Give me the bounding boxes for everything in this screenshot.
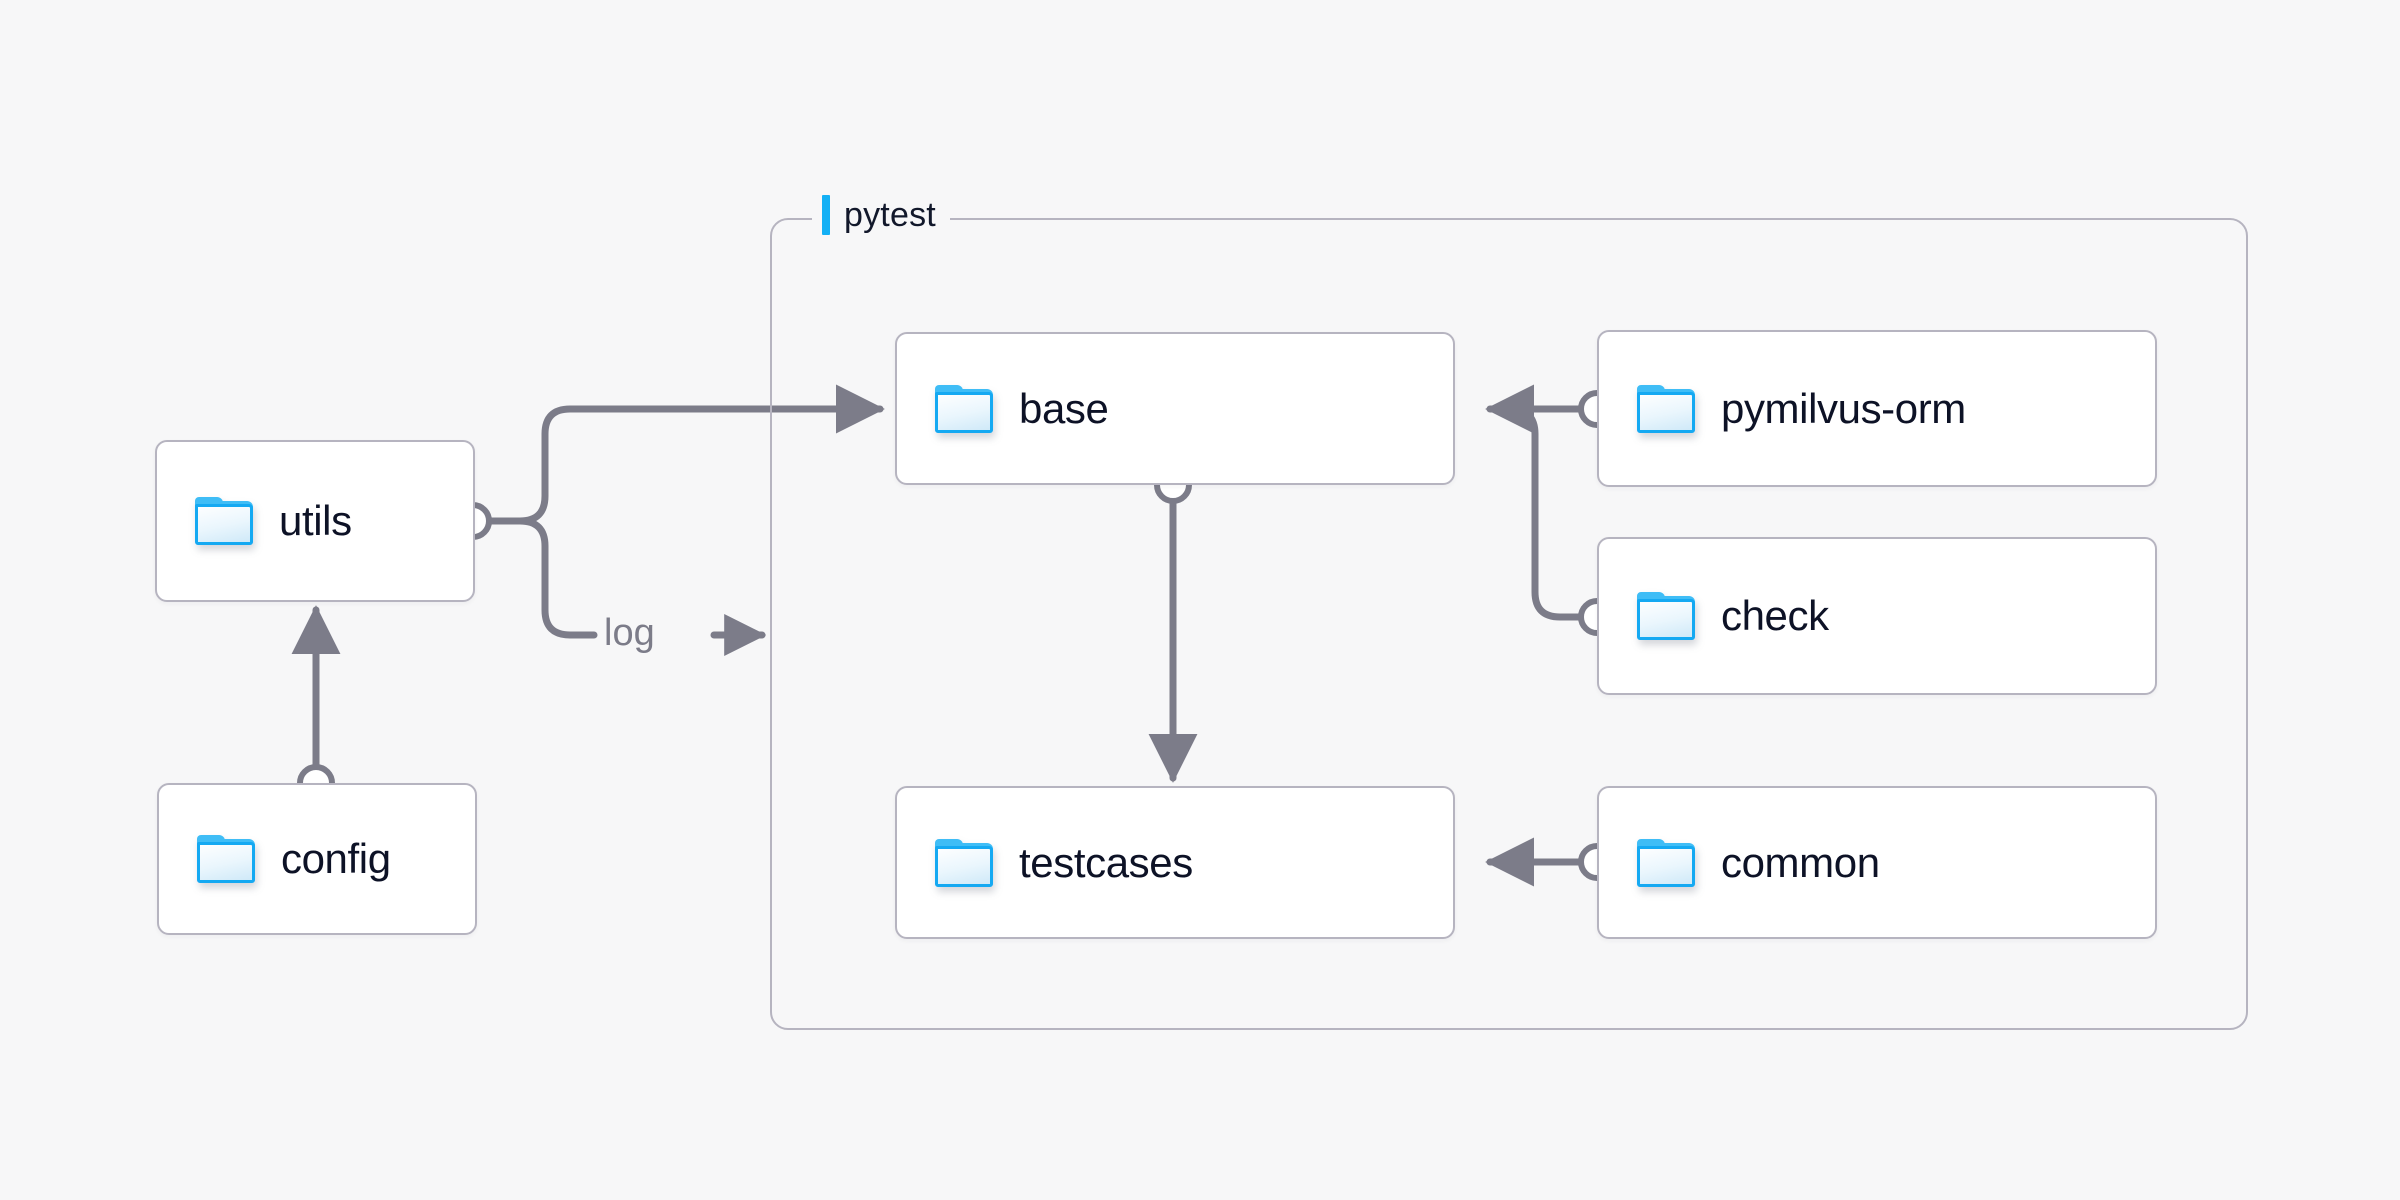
group-accent-bar: [822, 195, 830, 235]
folder-icon: [935, 838, 993, 887]
node-base[interactable]: base: [895, 332, 1455, 485]
folder-icon: [195, 497, 253, 545]
node-base-label: base: [1019, 384, 1109, 432]
node-utils-label: utils: [279, 497, 352, 544]
edge-label-log: log: [604, 612, 655, 654]
folder-icon: [197, 835, 255, 883]
folder-icon: [1637, 384, 1695, 433]
node-common[interactable]: common: [1597, 786, 2157, 939]
node-utils[interactable]: utils: [155, 440, 475, 602]
node-pymilvus-orm-label: pymilvus-orm: [1721, 384, 1966, 432]
folder-icon: [1637, 592, 1695, 640]
group-pytest[interactable]: [770, 218, 2248, 1030]
node-testcases[interactable]: testcases: [895, 786, 1455, 939]
folder-icon: [1637, 838, 1695, 887]
node-testcases-label: testcases: [1019, 838, 1193, 886]
node-check[interactable]: check: [1597, 537, 2157, 695]
node-config-label: config: [281, 835, 391, 882]
node-config[interactable]: config: [157, 783, 477, 935]
group-pytest-label: pytest: [812, 192, 950, 238]
edge-utils-to-log: [486, 517, 598, 639]
folder-icon: [935, 384, 993, 433]
node-check-label: check: [1721, 592, 1829, 639]
node-pymilvus-orm[interactable]: pymilvus-orm: [1597, 330, 2157, 487]
node-common-label: common: [1721, 838, 1880, 886]
group-title: pytest: [844, 196, 936, 234]
